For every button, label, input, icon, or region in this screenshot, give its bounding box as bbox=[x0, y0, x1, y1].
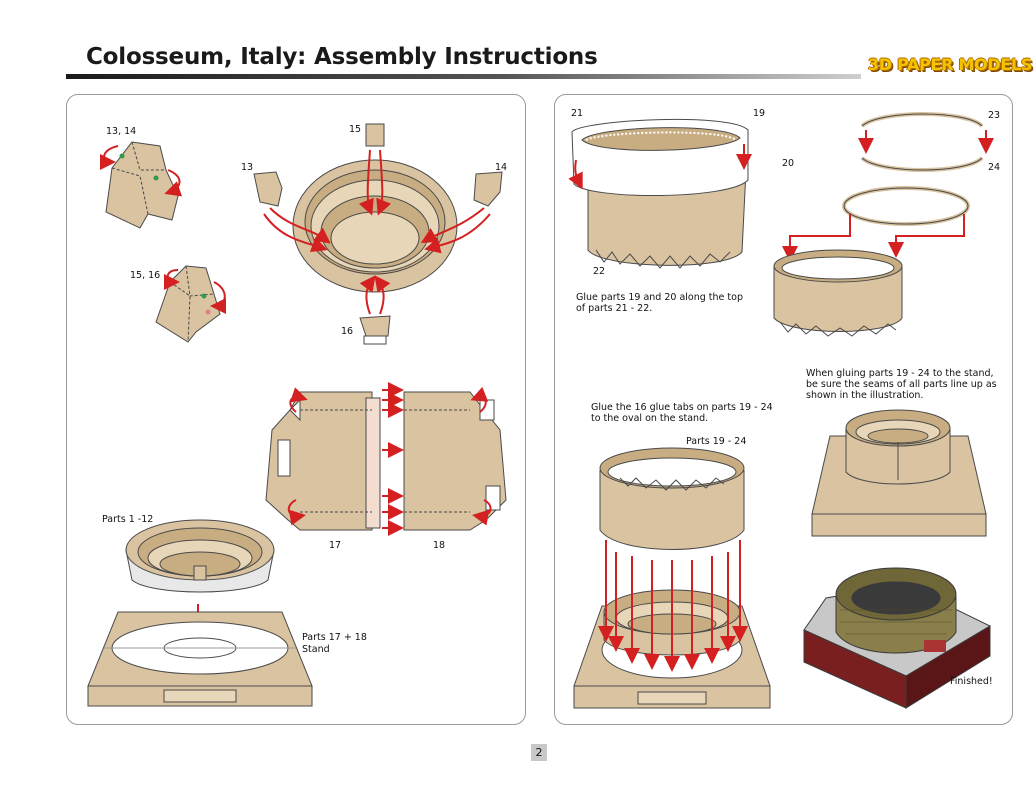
page-title: Colosseum, Italy: Assembly Instructions bbox=[86, 44, 598, 70]
part-17-illustration bbox=[265, 391, 381, 531]
label-part-22: 22 bbox=[593, 266, 606, 277]
label-parts-17-18: Parts 17 + 18 bbox=[302, 632, 367, 643]
label-part-13: 13 bbox=[241, 162, 254, 173]
label-part-14: 14 bbox=[495, 162, 508, 173]
instruction-glue-tabs: Glue the 16 glue tabs on parts 19 - 24 t… bbox=[591, 402, 773, 424]
instruction-seams: When gluing parts 19 - 24 to the stand, … bbox=[806, 368, 997, 401]
stand-illustration bbox=[87, 611, 313, 707]
label-part-15: 15 bbox=[349, 124, 362, 135]
label-parts-1-12: Parts 1 -12 bbox=[102, 514, 154, 525]
finished-model-illustration bbox=[803, 567, 992, 709]
part-14-block bbox=[473, 171, 503, 207]
label-part-16: 16 bbox=[341, 326, 354, 337]
label-parts-15-16: 15, 16 bbox=[130, 270, 161, 281]
label-finished: Finished! bbox=[950, 676, 993, 687]
label-part-20: 20 bbox=[782, 158, 795, 169]
stand-seams-illustration bbox=[811, 409, 987, 537]
page-number: 2 bbox=[531, 744, 547, 761]
arena-parts-1-12-illustration bbox=[125, 519, 275, 593]
wall-ring-19-22-illustration bbox=[571, 118, 749, 269]
wall-parts-19-24-illustration bbox=[599, 447, 745, 550]
wall-ring-assembled-illustration bbox=[773, 249, 903, 337]
label-parts-19-24: Parts 19 - 24 bbox=[686, 436, 747, 447]
label-part-23: 23 bbox=[988, 110, 1001, 121]
part-15-block bbox=[365, 123, 385, 147]
brand-logo: 3D PAPER MODELS bbox=[868, 55, 1033, 74]
label-stand: Stand bbox=[302, 644, 330, 655]
part-16-block bbox=[359, 315, 391, 345]
rings-23-24-illustration bbox=[842, 112, 984, 226]
arena-top-illustration bbox=[292, 159, 458, 293]
label-parts-13-14: 13, 14 bbox=[106, 126, 137, 137]
part-13-14-illustration bbox=[105, 141, 179, 229]
label-part-17: 17 bbox=[329, 540, 342, 551]
instruction-glue-19-20: Glue parts 19 and 20 along the top of pa… bbox=[576, 292, 743, 314]
label-part-21: 21 bbox=[571, 108, 584, 119]
label-part-19: 19 bbox=[753, 108, 766, 119]
part-15-16-illustration bbox=[155, 265, 221, 343]
part-13-block bbox=[253, 171, 283, 207]
title-underline bbox=[66, 74, 861, 79]
label-part-18: 18 bbox=[433, 540, 446, 551]
label-part-24: 24 bbox=[988, 162, 1001, 173]
